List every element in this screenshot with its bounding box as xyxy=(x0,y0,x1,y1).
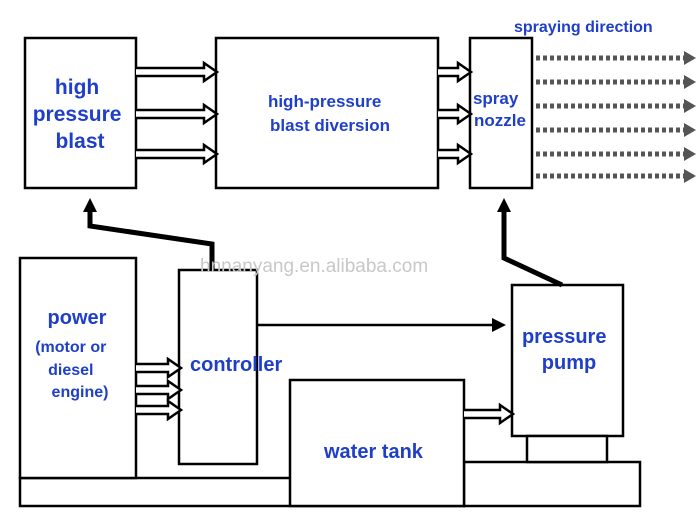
water-tank-box xyxy=(288,378,466,508)
watermark: hnnanyang.en.alibaba.com xyxy=(200,256,428,277)
spray-nozzle-box xyxy=(468,36,534,190)
controller-label: controller xyxy=(190,354,282,376)
pump-to-nozzle-arrow xyxy=(497,198,564,288)
blast-diversion-label: high-pressure blast diversion xyxy=(268,92,390,135)
power-line-1: power xyxy=(48,307,107,329)
power-line-4: engine) xyxy=(52,384,109,401)
power-line-2: (motor or xyxy=(35,339,106,356)
pump-line-1: pressure xyxy=(522,326,607,348)
pump-base xyxy=(525,434,609,464)
controller-to-blast-arrow xyxy=(83,198,215,270)
blast-line-1: high xyxy=(55,76,99,99)
spray-arrowheads xyxy=(684,51,696,183)
diversion-to-nozzle-arrows xyxy=(438,60,474,166)
spray-arrows xyxy=(536,55,688,179)
power-box xyxy=(18,256,138,480)
power-line-3: diesel xyxy=(48,362,93,379)
spray-nozzle-label: spray nozzle xyxy=(473,89,526,130)
water-tank-label: water tank xyxy=(323,441,424,463)
power-to-controller-arrows xyxy=(136,356,184,422)
high-pressure-blast-label: high pressure blast xyxy=(33,76,128,153)
pump-line-2: pump xyxy=(542,352,596,374)
high-pressure-blast-box xyxy=(23,36,138,190)
blast-to-diversion-arrows xyxy=(136,60,220,166)
diversion-line-1: high-pressure xyxy=(268,92,381,111)
spraying-direction-label: spraying direction xyxy=(514,19,653,36)
nozzle-line-2: nozzle xyxy=(474,111,526,130)
blast-line-3: blast xyxy=(55,130,104,153)
blast-line-2: pressure xyxy=(33,103,122,126)
nozzle-line-1: spray xyxy=(473,89,519,108)
diversion-line-2: blast diversion xyxy=(270,116,390,135)
pressure-pump-box xyxy=(510,283,625,438)
power-sub-label: (motor or diesel engine) xyxy=(35,339,111,401)
blast-diversion-box xyxy=(214,36,440,190)
power-label: power xyxy=(48,307,107,329)
pressure-pump-label: pressure pump xyxy=(522,326,612,374)
tank-to-pump-arrow xyxy=(464,402,516,426)
